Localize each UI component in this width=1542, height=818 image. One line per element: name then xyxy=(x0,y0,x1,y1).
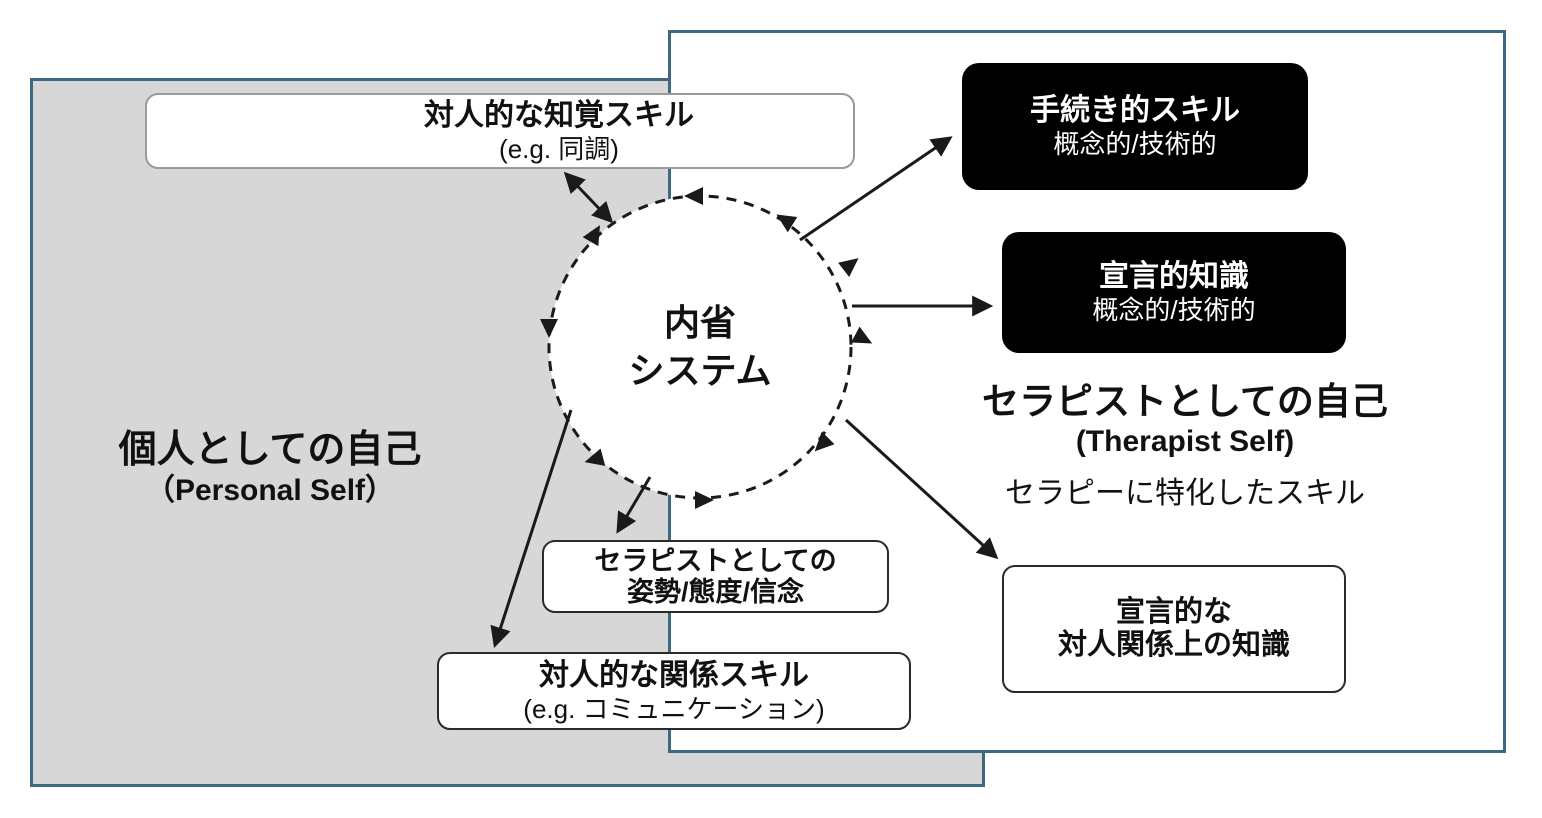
procedural-skills-subtitle: 概念的/技術的 xyxy=(1053,129,1217,159)
perceptual-skills-title: 対人的な知覚スキル xyxy=(424,98,694,132)
therapist-self-label: セラピストとしての自己 (Therapist Self) セラピーに特化したスキ… xyxy=(950,380,1420,512)
declarative-knowledge-box: 宣言的知識 概念的/技術的 xyxy=(1002,232,1346,353)
personal-self-title: 個人としての自己 xyxy=(118,429,422,471)
declarative-interpersonal-line2: 対人関係上の知識 xyxy=(1057,629,1290,661)
therapist-self-caption: セラピーに特化したスキル xyxy=(1005,477,1365,510)
relational-skills-box: 対人的な関係スキル (e.g. コミュニケーション) xyxy=(437,652,911,730)
perceptual-skills-example: (e.g. 同調) xyxy=(499,133,619,164)
perceptual-skills-box: 対人的な知覚スキル (e.g. 同調) xyxy=(145,93,855,169)
personal-self-subtitle: （Personal Self） xyxy=(144,474,396,507)
declarative-knowledge-subtitle: 概念的/技術的 xyxy=(1092,295,1256,325)
introspection-line1: 内省 xyxy=(663,302,736,343)
declarative-interpersonal-line1: 宣言的な xyxy=(1115,596,1232,628)
declarative-interpersonal-knowledge-box: 宣言的な 対人関係上の知識 xyxy=(1002,565,1346,693)
relational-skills-title: 対人的な関係スキル xyxy=(539,658,809,692)
therapist-self-subtitle: (Therapist Self) xyxy=(1075,425,1295,458)
stance-line2: 姿勢/態度/信念 xyxy=(626,576,804,607)
therapist-self-title: セラピストとしての自己 xyxy=(982,381,1388,422)
stance-line1: セラピストとしての xyxy=(594,545,837,576)
procedural-skills-box: 手続き的スキル 概念的/技術的 xyxy=(962,63,1308,190)
introspection-system-label: 内省 システム xyxy=(548,195,852,499)
personal-self-label: 個人としての自己 （Personal Self） xyxy=(50,427,490,509)
relational-skills-example: (e.g. コミュニケーション) xyxy=(523,693,825,724)
introspection-line2: システム xyxy=(628,350,772,391)
procedural-skills-title: 手続き的スキル xyxy=(1030,94,1240,127)
declarative-knowledge-title: 宣言的知識 xyxy=(1099,260,1249,293)
stance-attitude-beliefs-box: セラピストとしての 姿勢/態度/信念 xyxy=(542,540,889,613)
